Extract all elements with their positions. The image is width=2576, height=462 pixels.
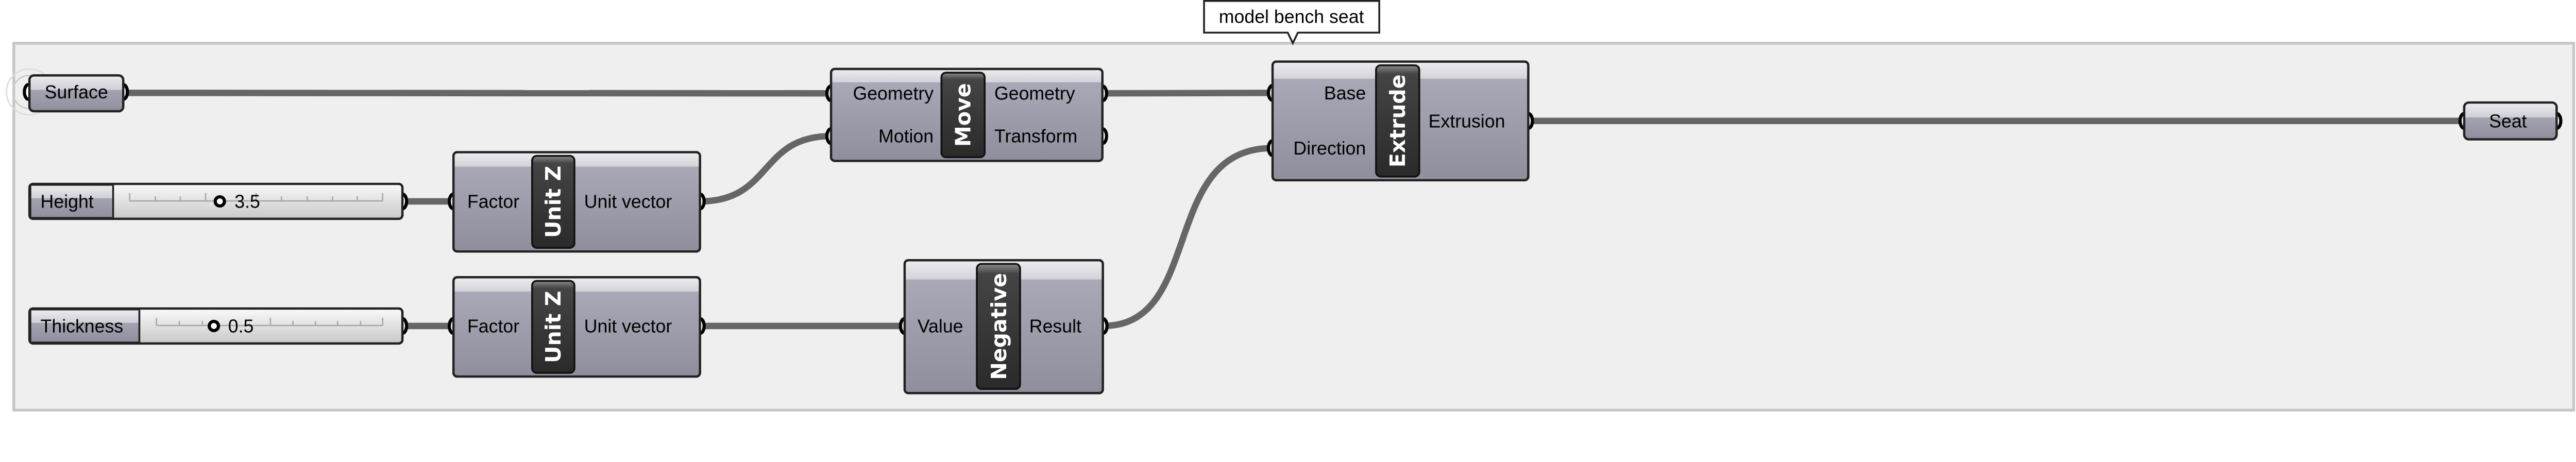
thickness-value: 0.5 bbox=[228, 316, 254, 336]
tooltip-text: model bench seat bbox=[1219, 7, 1364, 27]
extrude-input-base: Base bbox=[1324, 83, 1366, 104]
extrude-output-extrusion: Extrusion bbox=[1429, 111, 1505, 131]
move-output-geometry: Geometry bbox=[994, 83, 1075, 104]
wires bbox=[123, 90, 2464, 330]
height-slider[interactable]: Height 3.5 bbox=[28, 182, 409, 220]
surface-param[interactable]: Surface bbox=[6, 68, 129, 116]
grasshopper-canvas[interactable]: model bench seat Surface Seat Height bbox=[0, 0, 2576, 413]
slider-ticks bbox=[156, 317, 384, 327]
extrude-component[interactable]: Extrude Base Direction Extrusion bbox=[1266, 60, 1534, 182]
negative-output-label: Result bbox=[1029, 316, 1081, 336]
move-output-transform: Transform bbox=[994, 126, 1077, 147]
unitz1-nickname: Unit Z bbox=[541, 166, 566, 238]
seat-param[interactable]: Seat bbox=[2458, 101, 2563, 141]
unit-z-component-2[interactable]: Unit Z Factor Unit vector bbox=[448, 276, 706, 378]
extrude-nickname: Extrude bbox=[1385, 74, 1410, 167]
unit-z-component-1[interactable]: Unit Z Factor Unit vector bbox=[448, 151, 706, 253]
wire-negative-extrude[interactable] bbox=[1103, 145, 1273, 330]
height-value: 3.5 bbox=[234, 191, 260, 212]
unitz1-input-label: Factor bbox=[467, 191, 519, 212]
thickness-slider-grip[interactable] bbox=[208, 319, 221, 332]
move-nickname: Move bbox=[951, 83, 976, 147]
height-slider-grip[interactable] bbox=[213, 195, 226, 208]
surface-label: Surface bbox=[45, 82, 108, 102]
extrude-input-direction: Direction bbox=[1293, 138, 1366, 159]
move-component[interactable]: Move Geometry Motion Geometry Transform bbox=[825, 67, 1108, 162]
slider-ticks bbox=[129, 193, 384, 202]
move-input-motion: Motion bbox=[878, 126, 934, 147]
thickness-slider[interactable]: Thickness 0.5 bbox=[28, 307, 409, 345]
seat-label: Seat bbox=[2489, 111, 2527, 131]
unitz2-input-label: Factor bbox=[467, 316, 519, 336]
move-input-geometry: Geometry bbox=[853, 83, 934, 104]
wire-unitz-move[interactable] bbox=[700, 132, 832, 205]
group-tooltip: model bench seat bbox=[1203, 0, 1380, 46]
unitz2-output-label: Unit vector bbox=[584, 316, 672, 336]
unitz2-nickname: Unit Z bbox=[541, 291, 566, 363]
height-label: Height bbox=[41, 191, 94, 212]
negative-input-label: Value bbox=[918, 316, 963, 336]
negative-component[interactable]: Negative Value Result bbox=[899, 259, 1109, 395]
negative-nickname: Negative bbox=[987, 273, 1011, 380]
unitz1-output-label: Unit vector bbox=[584, 191, 672, 212]
thickness-label: Thickness bbox=[41, 316, 124, 336]
